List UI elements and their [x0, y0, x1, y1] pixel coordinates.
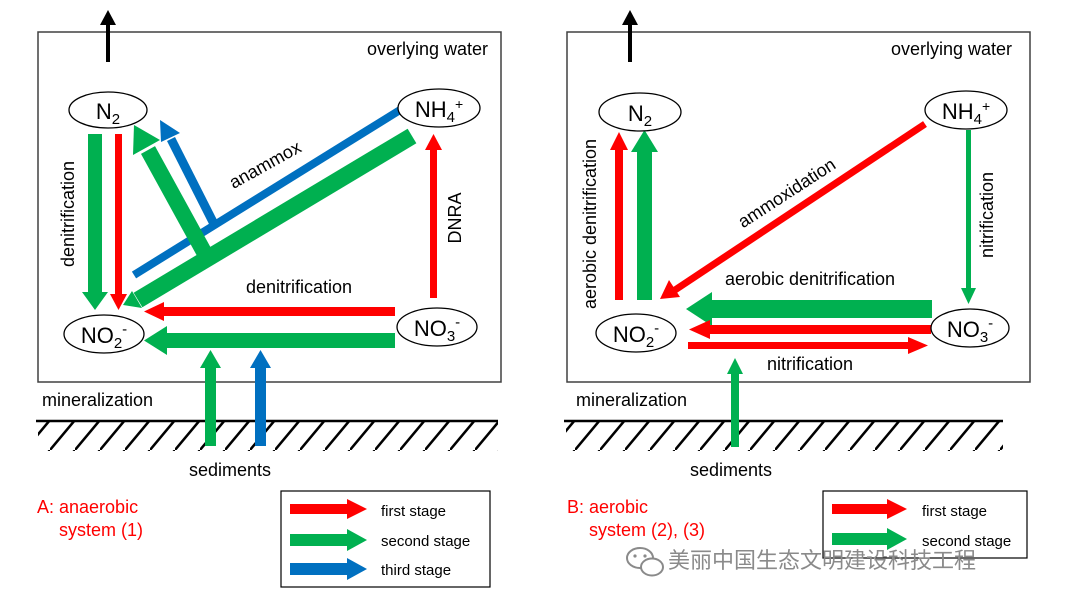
panel-b-node-no3: NO3-	[930, 308, 1010, 348]
panel-a-arrow-no3-to-no2-green	[144, 326, 395, 355]
panel-b-mineralization-label: mineralization	[576, 390, 687, 410]
panel-b-arrow-no2-to-n2-red	[610, 132, 628, 300]
panel-a-caption-line1: A: anaerobic	[37, 497, 138, 517]
panel-b-arrow-nitrification-vertical-green	[961, 130, 976, 304]
watermark: 美丽中国生态文明建设科技工程	[626, 547, 976, 577]
svg-text:NO3-: NO3-	[947, 315, 993, 346]
svg-text:N2: N2	[628, 101, 652, 130]
panel-a-arrow-sediment-blue	[250, 350, 271, 446]
panel-b-ground-hatch	[566, 421, 1003, 451]
panel-a-legend: first stage second stage third stage	[280, 490, 491, 588]
panel-b-legend-first-stage: first stage	[922, 503, 987, 520]
panel-a-mineralization-label: mineralization	[42, 390, 153, 410]
panel-b-label-nitrification-vertical: nitrification	[977, 172, 997, 258]
panel-b-water-box	[566, 31, 1031, 383]
panel-a-legend-first-stage: first stage	[381, 503, 446, 520]
svg-text:NO2-: NO2-	[613, 320, 659, 351]
panel-a-node-n2: N2	[68, 91, 148, 129]
panel-b-legend-second-stage: second stage	[922, 533, 1011, 550]
panel-a-arrow-n2-to-no2-green	[82, 134, 108, 310]
panel-a-label-denitrification-vertical: denitrification	[58, 161, 78, 267]
panel-a-node-no3: NO3-	[396, 307, 478, 347]
panel-a-ground-hatch	[38, 421, 498, 451]
panel-b-node-nh4: NH4+	[924, 90, 1008, 130]
panel-b-node-no2: NO2-	[595, 313, 677, 353]
panel-a-escape-arrow	[100, 10, 116, 62]
panel-b-node-n2: N2	[598, 92, 682, 132]
panel-a-label-denitrification-horizontal: denitrification	[246, 277, 352, 297]
panel-a-node-no2: NO2-	[63, 314, 145, 354]
panel-a-arrow-sediment-green	[200, 350, 221, 446]
panel-b: overlying water mineralization sediments	[564, 10, 1031, 559]
panel-b-caption-line1: B: aerobic	[567, 497, 648, 517]
panel-a-arrow-dnra-red	[425, 134, 442, 298]
panel-b-label-aerobic-denitrification-horizontal: aerobic denitrification	[725, 269, 895, 289]
panel-a-arrow-nh4-to-no2-blue	[131, 106, 403, 279]
panel-a-node-nh4: NH4+	[397, 88, 481, 128]
panel-a-arrow-anammox-blue	[160, 120, 219, 227]
panel-b-arrow-no2-to-no3-red	[688, 337, 928, 354]
svg-text:NO3-: NO3-	[414, 314, 460, 345]
panel-b-caption-line2: system (2), (3)	[589, 520, 705, 540]
watermark-text: 美丽中国生态文明建设科技工程	[668, 548, 976, 573]
panel-b-arrow-no2-to-n2-green	[631, 130, 658, 300]
panel-a-caption-line2: system (1)	[59, 520, 143, 540]
panel-b-overlying-water-label: overlying water	[891, 39, 1012, 59]
wechat-icon	[626, 547, 664, 577]
panel-a-label-anammox: anammox	[226, 137, 305, 193]
svg-text:NH4+: NH4+	[415, 96, 463, 126]
panel-b-label-aerobic-denitrification-vertical: aerobic denitrification	[580, 139, 600, 309]
svg-text:NH4+: NH4+	[942, 98, 990, 128]
panel-a-arrow-anammox-green	[133, 125, 212, 256]
panel-b-arrow-aerobic-denitrification-green	[686, 292, 932, 326]
panel-b-sediments-label: sediments	[690, 460, 772, 480]
panel-a-overlying-water-label: overlying water	[367, 39, 488, 59]
panel-a-arrow-nh4-to-no2-green	[123, 128, 417, 308]
panel-b-label-nitrification-horizontal: nitrification	[767, 354, 853, 374]
svg-text:NO2-: NO2-	[81, 321, 127, 352]
svg-text:N2: N2	[96, 99, 120, 128]
panel-a-label-dnra: DNRA	[445, 192, 465, 243]
panel-a-arrow-n2-to-no2-red	[110, 134, 127, 310]
panel-b-arrow-ammoxidation-red	[660, 121, 927, 299]
panel-b-arrow-sediment-green	[727, 358, 743, 447]
panel-a-legend-third-stage: third stage	[381, 562, 451, 579]
panel-a-sediments-label: sediments	[189, 460, 271, 480]
panel-a: overlying water mineralization sediments	[36, 10, 502, 588]
panel-a-legend-second-stage: second stage	[381, 533, 470, 550]
panel-a-arrow-no3-to-no2-red	[144, 302, 395, 321]
panel-b-escape-arrow	[622, 10, 638, 62]
panel-b-arrow-no3-to-no2-red	[689, 320, 931, 339]
panel-b-legend: first stage second stage	[822, 490, 1028, 559]
panel-a-water-box	[37, 31, 502, 383]
